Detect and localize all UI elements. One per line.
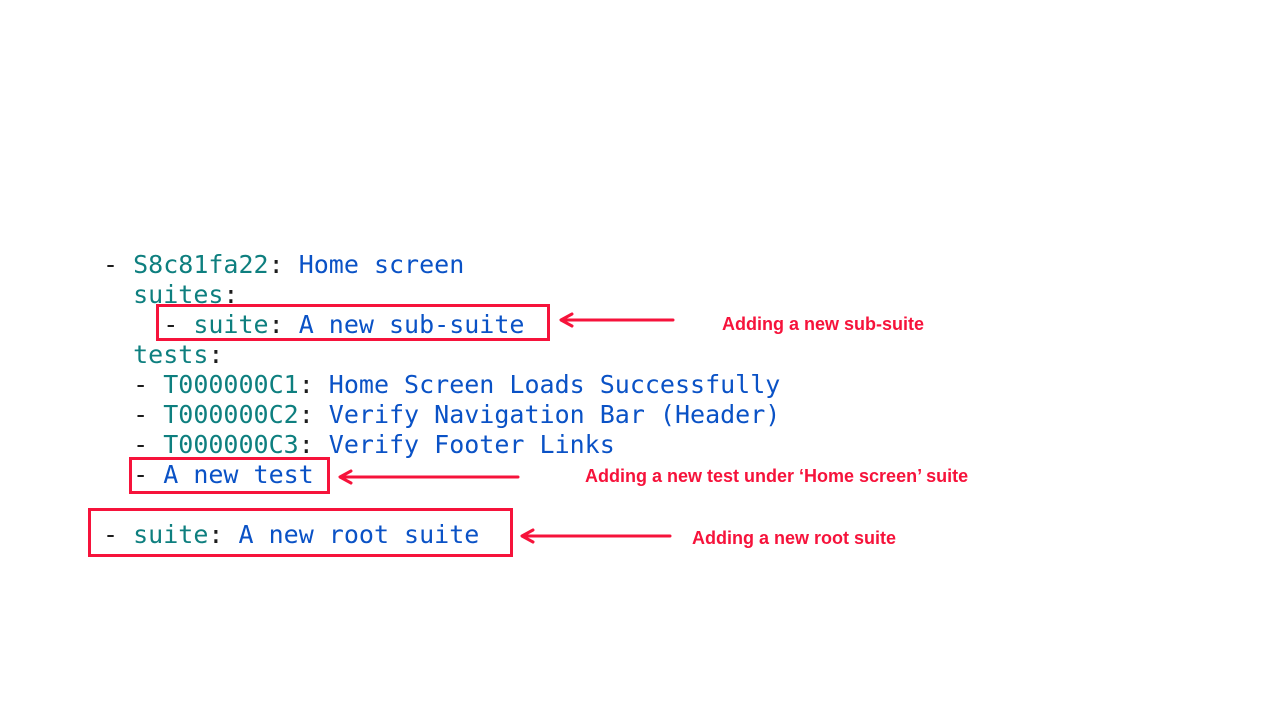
code-token-value: Home screen [298, 250, 465, 279]
code-token-value: Verify Footer Links [328, 430, 615, 459]
code-line: - suite: A new sub-suite [103, 310, 780, 340]
code-token-punct [103, 340, 133, 369]
highlight-box-new-sub-suite [156, 304, 550, 341]
highlight-box-new-root-suite [88, 508, 513, 557]
code-line: - suite: A new root suite [103, 520, 780, 550]
code-line: - A new test [103, 460, 780, 490]
code-token-key: S8c81fa22 [133, 250, 269, 279]
code-token-key: T000000C1 [163, 370, 299, 399]
code-token-key: T000000C3 [163, 430, 299, 459]
code-token-punct: - [103, 400, 164, 429]
code-token-punct: - [103, 370, 164, 399]
code-line: - T000000C1: Home Screen Loads Successfu… [103, 370, 780, 400]
code-token-punct: : [298, 430, 329, 459]
code-token-punct: : [268, 250, 299, 279]
annotation-label-sub-suite: Adding a new sub-suite [722, 314, 925, 334]
code-token-punct: : [298, 400, 329, 429]
code-token-value: Verify Navigation Bar (Header) [328, 400, 781, 429]
code-token-value: A new sub-suite [298, 310, 525, 339]
code-token-value: A new root suite [238, 520, 480, 549]
code-token-punct: : [223, 280, 239, 309]
code-line: - T000000C3: Verify Footer Links [103, 430, 780, 460]
code-token-key: suite [133, 520, 209, 549]
annotation-label-root-suite: Adding a new root suite [692, 528, 897, 548]
code-line: tests: [103, 340, 780, 370]
code-line: - T000000C2: Verify Navigation Bar (Head… [103, 400, 780, 430]
code-token-punct: : [298, 370, 329, 399]
code-token-punct: : [268, 310, 299, 339]
arrow-left-icon [338, 469, 520, 485]
code-token-punct: - [103, 310, 194, 339]
code-token-value: Home Screen Loads Successfully [328, 370, 781, 399]
annotation-label-new-test: Adding a new test under ‘Home screen’ su… [585, 466, 969, 486]
code-line: - S8c81fa22: Home screen [103, 250, 780, 280]
code-token-punct: - [103, 250, 134, 279]
code-token-key: T000000C2 [163, 400, 299, 429]
arrow-left-icon [559, 312, 675, 328]
code-token-punct: - [103, 460, 164, 489]
code-token-punct [103, 280, 133, 309]
code-token-punct: : [208, 340, 224, 369]
code-token-punct: : [208, 520, 239, 549]
code-token-key: suite [193, 310, 269, 339]
arrow-left-icon [520, 528, 672, 544]
code-token-punct: - [103, 520, 134, 549]
code-token-key: tests [133, 340, 209, 369]
highlight-box-new-test [129, 457, 330, 494]
yaml-code-block: - S8c81fa22: Home screen suites: - suite… [103, 250, 780, 550]
code-token-value: A new test [163, 460, 314, 489]
code-token-punct: - [103, 430, 164, 459]
